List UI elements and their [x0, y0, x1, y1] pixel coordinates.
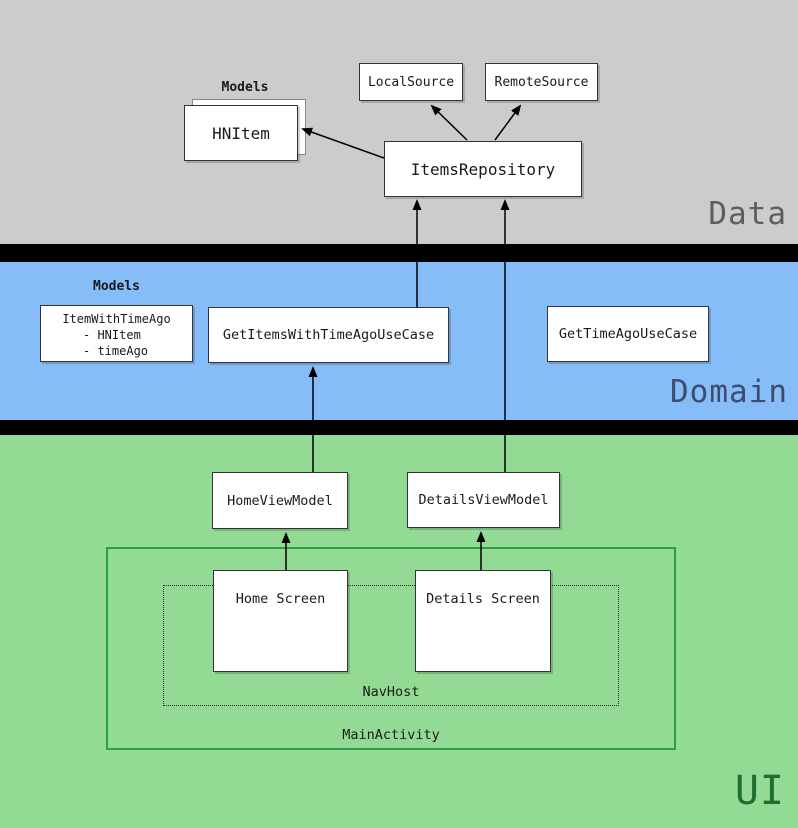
nav-host-container: NavHost	[163, 585, 619, 706]
home-view-model-box: HomeViewModel	[212, 472, 348, 529]
get-items-with-time-ago-use-case-box: GetItemsWithTimeAgoUseCase	[208, 307, 449, 363]
main-activity-container: MainActivity	[106, 547, 676, 750]
data-models-group-label: Models	[221, 80, 269, 95]
ui-band-label: UI	[734, 768, 785, 814]
data-band-label: Data	[708, 196, 787, 232]
item-with-time-ago-box: ItemWithTimeAgo - HNItem - timeAgo	[40, 305, 193, 362]
item-with-time-ago-field-timeago: - timeAgo	[83, 344, 149, 358]
hnitem-box: HNItem	[184, 105, 298, 161]
get-time-ago-use-case-box: GetTimeAgoUseCase	[547, 306, 709, 362]
item-with-time-ago-title: ItemWithTimeAgo	[62, 312, 171, 326]
main-activity-label: MainActivity	[342, 727, 440, 743]
home-screen-box: Home Screen	[213, 570, 348, 672]
details-view-model-box: DetailsViewModel	[407, 472, 560, 528]
domain-models-group-label: Models	[93, 279, 140, 294]
local-source-box: LocalSource	[359, 63, 463, 101]
separator-bar-top	[0, 244, 798, 262]
data-layer-band	[0, 0, 798, 244]
separator-bar-bottom	[0, 420, 798, 435]
items-repository-box: ItemsRepository	[384, 141, 582, 197]
remote-source-box: RemoteSource	[485, 63, 598, 101]
details-screen-box: Details Screen	[415, 570, 551, 672]
domain-band-label: Domain	[670, 374, 788, 410]
nav-host-label: NavHost	[362, 684, 420, 700]
ui-layer-band	[0, 435, 798, 828]
item-with-time-ago-field-hnitem: - HNItem	[83, 328, 141, 342]
